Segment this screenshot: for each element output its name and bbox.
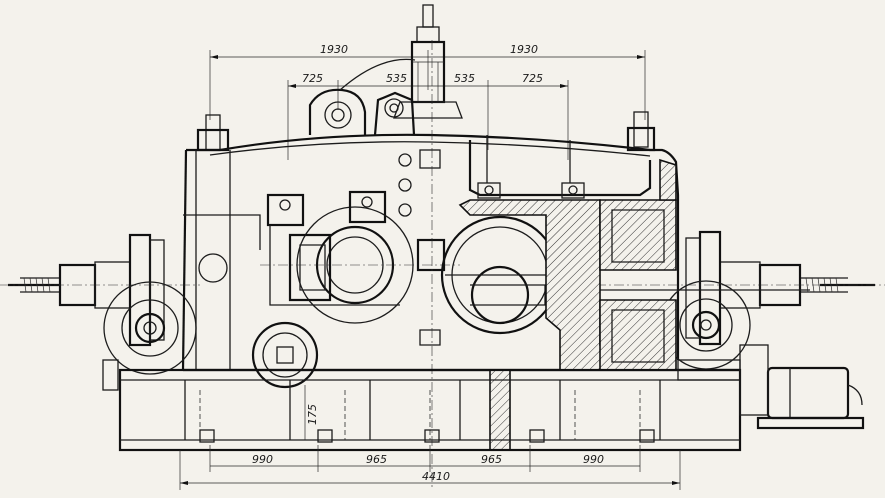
dim-535-left: 535 bbox=[386, 72, 407, 85]
dim-965-right: 965 bbox=[481, 453, 502, 466]
dim-990-right: 990 bbox=[583, 453, 604, 466]
dim-990-left: 990 bbox=[252, 453, 273, 466]
base-frame bbox=[118, 368, 742, 452]
top-right-cover bbox=[468, 135, 652, 199]
lower-left-pulley bbox=[198, 253, 319, 389]
top-lever-bracket bbox=[308, 58, 416, 136]
right-gear bbox=[440, 215, 560, 335]
bottom-dimension-lines bbox=[179, 445, 681, 490]
right-motor bbox=[677, 344, 865, 430]
dim-725-left: 725 bbox=[302, 72, 323, 85]
left-gear bbox=[260, 190, 460, 324]
top-left-post bbox=[196, 114, 230, 152]
dim-1930-left: 1930 bbox=[320, 43, 348, 56]
dim-965-left: 965 bbox=[366, 453, 387, 466]
dim-535-right: 535 bbox=[454, 72, 475, 85]
top-adjusting-screw bbox=[393, 4, 463, 119]
center-bolts bbox=[398, 40, 446, 490]
dim-725-right: 725 bbox=[522, 72, 543, 85]
right-hatched-section bbox=[458, 158, 677, 451]
top-right-post bbox=[626, 111, 656, 152]
dim-175: 175 bbox=[306, 404, 319, 425]
left-shaft-assembly bbox=[0, 233, 200, 391]
dim-4410-total: 4410 bbox=[422, 470, 450, 483]
dim-1930-right: 1930 bbox=[510, 43, 538, 56]
top-dimension-lines bbox=[209, 50, 646, 160]
